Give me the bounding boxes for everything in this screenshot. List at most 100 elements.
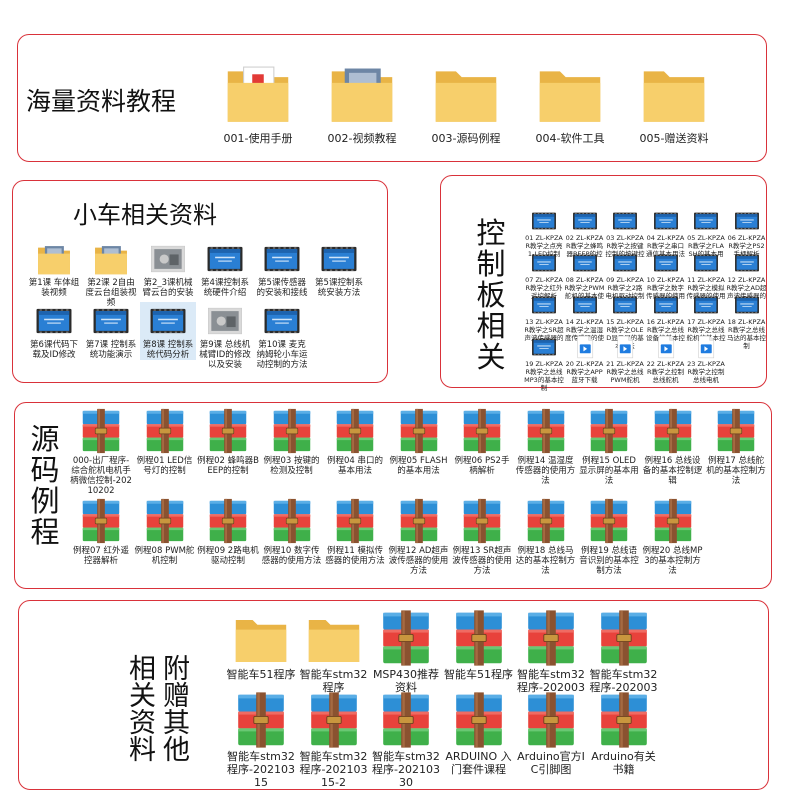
s1-item-2[interactable]: 002-视频教程 [314, 54, 410, 145]
s4-item-16[interactable]: 例程11 模拟传感器的使用方法 [324, 496, 386, 566]
s3-item-11[interactable]: 11 ZL-KPZAR教学之模拟传感器的使用 [686, 250, 726, 300]
doc-icon [576, 335, 593, 359]
s4-item-20[interactable]: 例程19 总线语音识别的基本控制方法 [578, 496, 640, 576]
s4-item-17[interactable]: 例程12 AD超声波传感器的使用方法 [388, 496, 450, 576]
s4-item-18[interactable]: 例程13 SR超声波传感器的使用方法 [451, 496, 513, 576]
s3-item-18[interactable]: 18 ZL-KPZAR教学之总线马达的基本控制 [727, 292, 767, 350]
video-icon [36, 308, 72, 334]
item-label: 例程17 总线舵机的基本控制方法 [706, 456, 766, 486]
zip-icon [600, 610, 647, 666]
item-label: 第2课 2自由度云台组装视频 [85, 278, 137, 308]
s4-item-11[interactable]: 例程17 总线舵机的基本控制方法 [705, 406, 767, 486]
s5-item-6[interactable]: 智能车stm32程序-20200317 [589, 608, 659, 707]
s5-item-11[interactable]: Arduino官方IC引脚图 [516, 690, 586, 776]
s3-item-20[interactable]: 20 ZL-KPZAR教学之APP蓝牙下载 [565, 334, 605, 384]
item-label: 第4课控制系统硬件介绍 [201, 278, 249, 298]
s2-item-9[interactable]: 第8课 控制系统代码分析 [140, 302, 196, 360]
zip-icon [528, 610, 574, 666]
item-label: 第5课传感器的安装和接线 [256, 278, 308, 298]
s2-item-11[interactable]: 第10课 麦克纳姆轮小车运动控制的方法 [254, 302, 310, 370]
s2-item-3[interactable]: 第2_3课机械臂云台的安装 [140, 240, 196, 298]
item-label: 07 ZL-KPZAR教学之红外遥控解析 [525, 276, 563, 300]
section-title-car: 小车相关资料 [73, 201, 217, 229]
s3-item-23[interactable]: 23 ZL-KPZAR教学之控制总线电机 [686, 334, 726, 384]
zip-icon [146, 498, 183, 544]
doc-icon [617, 335, 634, 359]
s2-item-1[interactable]: 第1课 车体组装视频 [26, 240, 82, 298]
s2-item-4[interactable]: 第4课控制系统硬件介绍 [197, 240, 253, 298]
s4-item-14[interactable]: 例程09 2路电机驱动控制 [197, 496, 259, 566]
s4-item-9[interactable]: 例程15 OLED显示屏的基本用法 [578, 406, 640, 486]
s2-item-7[interactable]: 第6课代码下载及ID修改 [26, 302, 82, 360]
item-label: 例程03 按键的检测及控制 [263, 456, 320, 476]
s1-item-3[interactable]: 003-源码例程 [418, 54, 514, 145]
s4-item-21[interactable]: 例程20 总线MP3的基本控制方法 [642, 496, 704, 576]
s3-item-3[interactable]: 03 ZL-KPZAR教学之按键控制的按键控制 [605, 208, 645, 266]
s3-item-8[interactable]: 08 ZL-KPZAR教学之PWM舵机的基本使用 [565, 250, 605, 308]
s5-item-3[interactable]: MSP430推荐资料 [371, 608, 441, 694]
folder-icon [539, 71, 601, 122]
video-icon [264, 246, 300, 272]
s5-item-10[interactable]: ARDUINO 入门套件课程 [444, 690, 514, 776]
section-title-board: 控制板相关 [476, 216, 506, 374]
item-label: 智能车stm32程序 [299, 668, 368, 694]
s5-item-4[interactable]: 智能车51程序 [444, 608, 514, 681]
s5-item-12[interactable]: Arduino有关书籍 [589, 690, 659, 776]
s2-item-6[interactable]: 第5课控制系统安装方法 [311, 240, 367, 298]
video-icon [572, 296, 597, 314]
s3-item-9[interactable]: 09 ZL-KPZAR教学之2路电机驱动控制 [605, 250, 645, 300]
s5-item-8[interactable]: 智能车stm32程序-20210315-2 [299, 690, 369, 789]
s4-item-2[interactable]: 例程01 LED信号灯的控制 [134, 406, 196, 476]
s4-item-5[interactable]: 例程04 串口的基本用法 [324, 406, 386, 476]
s3-item-10[interactable]: 10 ZL-KPZAR教学之数字传感器的使用 [646, 250, 686, 300]
item-label: 001-使用手册 [223, 132, 293, 145]
zip-icon [273, 408, 310, 454]
s4-item-8[interactable]: 例程14 温湿度传感器的使用方法 [515, 406, 577, 486]
video-icon [653, 212, 678, 230]
s3-item-1[interactable]: 01 ZL-KPZAR教学之点亮1-LED控制 [524, 208, 564, 258]
s5-item-7[interactable]: 智能车stm32程序-20210315 [226, 690, 296, 789]
s3-item-22[interactable]: 22 ZL-KPZAR教学之控制总线舵机 [646, 334, 686, 384]
video-icon [613, 254, 637, 272]
s4-item-12[interactable]: 例程07 红外遥控器解析 [70, 496, 132, 566]
item-label: 智能车51程序 [444, 668, 513, 681]
s2-item-5[interactable]: 第5课传感器的安装和接线 [254, 240, 310, 298]
s4-item-7[interactable]: 例程06 PS2手柄解析 [451, 406, 513, 476]
s3-item-6[interactable]: 06 ZL-KPZAR教学之PS2手柄解析 [727, 208, 767, 258]
s3-item-7[interactable]: 07 ZL-KPZAR教学之红外遥控解析 [524, 250, 564, 300]
s1-item-4[interactable]: 004-软件工具 [522, 54, 618, 145]
s4-item-15[interactable]: 例程10 数字传感器的使用方法 [261, 496, 323, 566]
s4-item-4[interactable]: 例程03 按键的检测及控制 [261, 406, 323, 476]
s2-item-10[interactable]: 第9课 总线机械臂ID的修改以及安装 [197, 302, 253, 370]
s1-item-1[interactable]: 001-使用手册 [210, 54, 306, 145]
video-icon [694, 296, 718, 314]
s3-item-21[interactable]: 21 ZL-KPZAR教学之总线PWM舵机 [605, 334, 645, 384]
s4-item-19[interactable]: 例程18 总线马达的基本控制方法 [515, 496, 577, 576]
s3-item-5[interactable]: 05 ZL-KPZAR教学之FLASH的基本用法 [686, 208, 726, 266]
s5-item-1[interactable]: 智能车51程序 [226, 608, 296, 681]
s4-item-13[interactable]: 例程08 PWM舵机控制 [134, 496, 196, 566]
s4-item-3[interactable]: 例程02 蜂鸣器BEEP的控制 [197, 406, 259, 476]
item-label: 23 ZL-KPZAR教学之控制总线电机 [687, 360, 725, 384]
s3-item-19[interactable]: 19 ZL-KPZAR教学之总线MP3的基本控制 [524, 334, 564, 392]
s1-item-5[interactable]: 005-赠送资料 [626, 54, 722, 145]
s4-item-6[interactable]: 例程05 FLASH的基本用法 [388, 406, 450, 476]
s4-item-10[interactable]: 例程16 总线设备的基本控制逻辑 [642, 406, 704, 486]
s2-item-8[interactable]: 第7课 控制系统功能演示 [83, 302, 139, 360]
item-label: 01 ZL-KPZAR教学之点亮1-LED控制 [525, 234, 563, 258]
zip-icon [455, 692, 502, 748]
s5-item-2[interactable]: 智能车stm32程序 [299, 608, 369, 694]
s3-item-4[interactable]: 04 ZL-KPZAR教学之串口通信基本用法 [646, 208, 686, 258]
item-label: 例程14 温湿度传感器的使用方法 [515, 456, 576, 486]
s5-item-9[interactable]: 智能车stm32程序-20210330 [371, 690, 441, 789]
s2-item-2[interactable]: 第2课 2自由度云台组装视频 [83, 240, 139, 308]
folder-photo-icon [331, 68, 393, 122]
zip-icon [654, 408, 691, 454]
section-title-extra: 附赠其他相关资料 [122, 643, 190, 773]
item-label: 例程07 红外遥控器解析 [72, 546, 130, 566]
s4-item-1[interactable]: 000-出厂程序-综合舵机电机手柄微信控制-20210202 [70, 406, 132, 496]
video-icon [572, 212, 597, 230]
item-label: 例程06 PS2手柄解析 [454, 456, 510, 476]
item-label: 004-软件工具 [535, 132, 605, 145]
zip-icon [310, 692, 357, 748]
